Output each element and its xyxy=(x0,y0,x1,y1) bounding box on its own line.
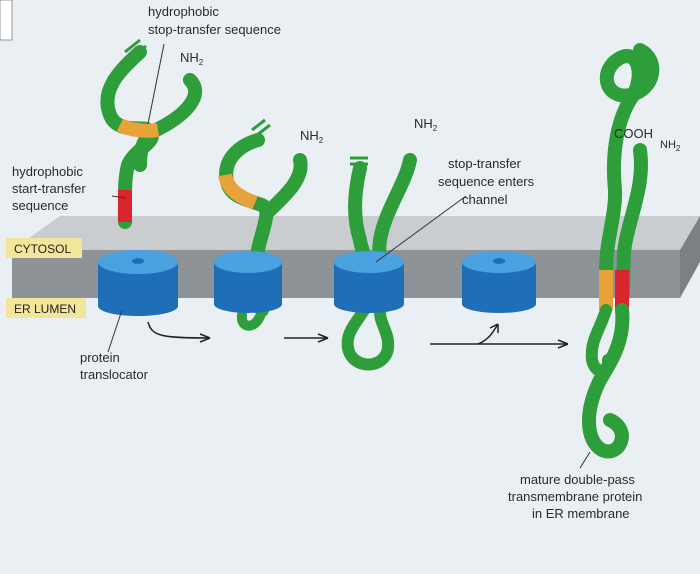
svg-text:NH2: NH2 xyxy=(180,50,204,67)
enters-channel-label: stop-transfer sequence enters channel xyxy=(438,156,535,207)
svg-text:start-transfer: start-transfer xyxy=(12,181,86,196)
svg-text:sequence enters: sequence enters xyxy=(438,174,535,189)
progress-arrows xyxy=(147,321,569,349)
svg-text:translocator: translocator xyxy=(80,367,149,382)
svg-text:channel: channel xyxy=(462,192,508,207)
svg-text:hydrophobic: hydrophobic xyxy=(12,164,83,179)
leader-lines xyxy=(107,43,591,469)
svg-text:in ER membrane: in ER membrane xyxy=(532,506,630,521)
nh2-label-4: NH2 xyxy=(660,139,681,153)
nh2-label-2: NH2 xyxy=(300,128,324,145)
stage1-chain xyxy=(100,38,203,229)
svg-text:transmembrane protein: transmembrane protein xyxy=(508,489,642,504)
svg-text:stop-transfer: stop-transfer xyxy=(448,156,522,171)
translocator-label: protein translocator xyxy=(80,350,149,382)
svg-text:protein: protein xyxy=(80,350,120,365)
svg-text:NH2: NH2 xyxy=(414,116,438,133)
svg-text:hydrophobic: hydrophobic xyxy=(148,4,219,19)
svg-text:CYTOSOL: CYTOSOL xyxy=(14,242,71,256)
nh2-label-3: NH2 xyxy=(414,116,438,133)
stage3-translocator xyxy=(334,251,404,313)
stage2-translocator xyxy=(214,251,282,313)
stage1-translocator xyxy=(98,250,178,316)
svg-text:mature double-pass: mature double-pass xyxy=(520,472,635,487)
er-lumen-label: ER LUMEN xyxy=(6,298,86,318)
mature-protein-label: mature double-pass transmembrane protein… xyxy=(508,472,642,521)
svg-text:NH2: NH2 xyxy=(660,139,681,153)
stage5-chain xyxy=(582,43,660,459)
cytosol-label: CYTOSOL xyxy=(6,238,82,258)
svg-text:sequence: sequence xyxy=(12,198,68,213)
svg-text:COOH: COOH xyxy=(614,126,653,141)
start-transfer-label: hydrophobic start-transfer sequence xyxy=(12,164,86,213)
stop-transfer-label: hydrophobic stop-transfer sequence xyxy=(148,4,281,37)
svg-text:NH2: NH2 xyxy=(300,128,324,145)
svg-text:stop-transfer sequence: stop-transfer sequence xyxy=(148,22,281,37)
stage4-translocator xyxy=(462,251,536,313)
svg-text:ER LUMEN: ER LUMEN xyxy=(14,302,76,316)
cooh-label: COOH xyxy=(614,126,653,141)
page-corner xyxy=(0,0,13,41)
nh2-label-1: NH2 xyxy=(180,50,204,67)
